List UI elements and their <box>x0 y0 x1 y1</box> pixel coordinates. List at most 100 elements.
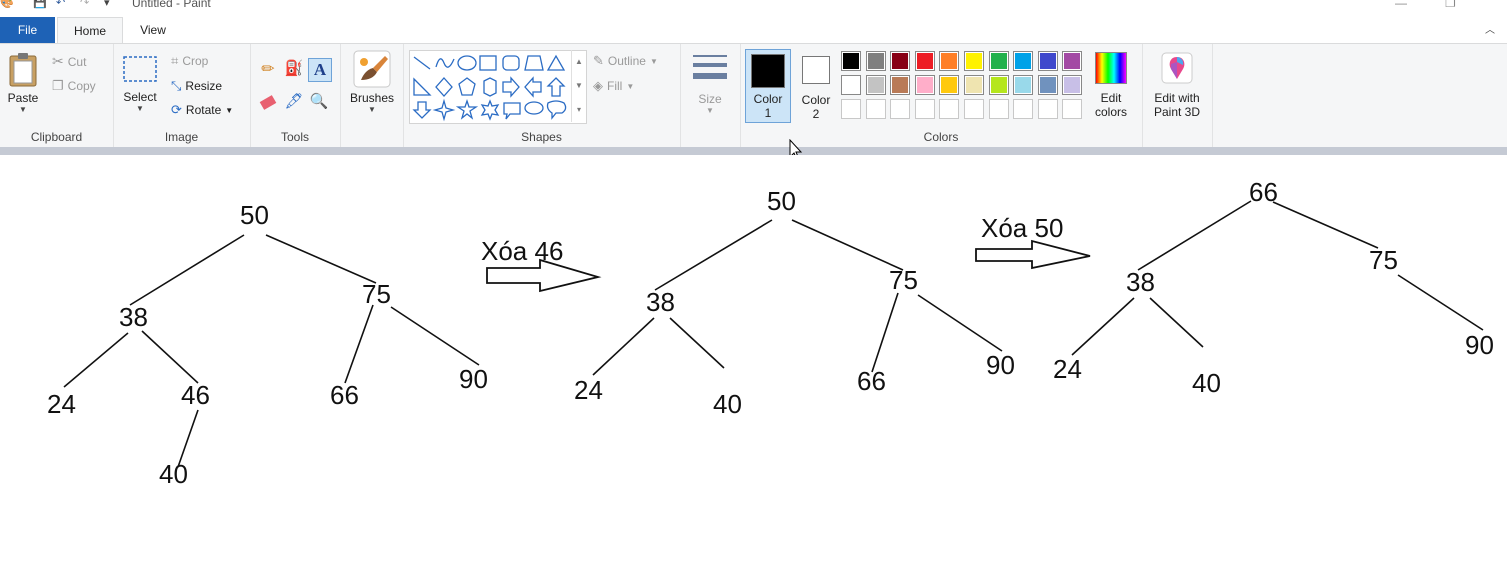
shapes-gallery[interactable] <box>409 50 587 124</box>
tree2-node-40: 40 <box>713 389 742 419</box>
palette-empty-swatch[interactable] <box>890 99 911 119</box>
brushes-group: Brushes ▼ <box>340 44 404 147</box>
quick-access-dropdown-icon[interactable]: ▾ <box>104 0 110 9</box>
copy-button[interactable]: ❐ Copy <box>52 78 96 94</box>
text-a-icon: A <box>313 60 327 79</box>
edit-colors-button[interactable]: Edit colors <box>1090 52 1132 126</box>
outline-button[interactable]: ✎ Outline ▼ <box>593 53 658 69</box>
paint3d-icon <box>1161 52 1193 84</box>
cut-button[interactable]: ✂ Cut <box>52 53 86 70</box>
palette-empty-swatch[interactable] <box>964 99 984 119</box>
size-button[interactable]: Size ▼ <box>688 52 732 130</box>
palette-swatch[interactable] <box>988 75 1009 95</box>
palette-swatch[interactable] <box>890 51 911 71</box>
palette-swatch[interactable] <box>890 75 911 95</box>
size-label: Size <box>698 92 722 106</box>
window-title: Untitled - Paint <box>132 0 211 10</box>
palette-swatch[interactable] <box>865 75 886 95</box>
palette-empty-swatch[interactable] <box>914 99 935 119</box>
edit-with-paint3d-button[interactable]: Edit with Paint 3D <box>1145 52 1209 126</box>
paint3d-label-line1: Edit with <box>1154 91 1200 105</box>
color1-label: Color <box>753 92 783 106</box>
save-icon[interactable]: 💾 <box>33 0 47 9</box>
palette-swatch[interactable] <box>964 75 984 95</box>
fill-button[interactable]: ◈ Fill ▼ <box>593 78 634 94</box>
palette-swatch[interactable] <box>1037 51 1058 71</box>
tab-file[interactable]: File <box>0 17 55 44</box>
redo-icon[interactable]: ↷ <box>80 0 90 9</box>
clipboard-icon <box>9 53 37 87</box>
title-bar: 🎨 💾 ↶ ↷ ▾ Untitled - Paint — ❐ <box>0 0 1507 12</box>
fill-tool[interactable]: ⛽ <box>283 59 305 81</box>
shapes-group: ▲ ▼ ▾ ✎ Outline ▼ ◈ Fill ▼ Shapes <box>403 44 681 147</box>
palette-empty-swatch[interactable] <box>939 99 960 119</box>
undo-icon[interactable]: ↶ <box>56 0 66 9</box>
palette-swatch[interactable] <box>1062 75 1083 95</box>
palette-swatch[interactable] <box>988 51 1009 71</box>
fill-bucket-icon: ◈ <box>593 78 603 93</box>
palette-swatch[interactable] <box>939 51 960 71</box>
brush-icon <box>353 50 391 88</box>
palette-swatch[interactable] <box>1013 51 1034 71</box>
palette-empty-swatch[interactable] <box>841 99 861 119</box>
palette-swatch[interactable] <box>1013 75 1034 95</box>
crop-label: Crop <box>182 54 209 68</box>
tree2-node-66: 66 <box>857 366 886 396</box>
tree1-node-38: 38 <box>119 302 148 332</box>
palette-empty-swatch[interactable] <box>1037 99 1058 119</box>
text-tool[interactable]: A <box>308 58 332 82</box>
image-group-label: Image <box>164 130 199 144</box>
line-width-icon <box>693 55 727 79</box>
palette-empty-swatch[interactable] <box>988 99 1009 119</box>
ribbon-tabs: File Home View ︿ <box>0 17 1507 46</box>
shapes-scrollbar[interactable]: ▲ ▼ ▾ <box>571 50 586 122</box>
brushes-button[interactable]: Brushes ▼ <box>346 50 398 130</box>
palette-swatch[interactable] <box>914 51 935 71</box>
color2-swatch <box>802 56 830 84</box>
edit-colors-label-line2: colors <box>1094 105 1127 119</box>
resize-button[interactable]: ⤡ Resize <box>171 78 222 94</box>
palette-swatch[interactable] <box>841 75 861 95</box>
tree3-node-38: 38 <box>1126 267 1155 297</box>
tree-edges <box>63 200 1484 468</box>
scroll-up-icon[interactable]: ▲ <box>575 57 583 66</box>
palette-swatch[interactable] <box>865 51 886 71</box>
select-button[interactable]: Select ▼ <box>119 52 161 128</box>
pencil-tool[interactable]: ✏ <box>257 59 279 81</box>
tree2-node-24: 24 <box>574 375 603 405</box>
arrow-right-icon <box>975 239 1091 270</box>
restore-icon[interactable]: ❐ <box>1445 0 1456 10</box>
collapse-ribbon-icon[interactable]: ︿ <box>1485 25 1495 36</box>
delete-50-label: Xóa 50 <box>981 213 1064 243</box>
tree3-node-66: 66 <box>1249 177 1278 207</box>
rotate-button[interactable]: ⟳ Rotate ▼ <box>171 102 233 118</box>
color1-button[interactable]: Color 1 <box>745 49 791 123</box>
palette-swatch[interactable] <box>914 75 935 95</box>
magnifier-tool[interactable]: 🔍 <box>308 92 330 114</box>
eraser-tool[interactable] <box>257 92 279 114</box>
paint-bucket-icon: ⛽ <box>284 60 304 77</box>
palette-empty-swatch[interactable] <box>1062 99 1083 119</box>
tree2-node-90: 90 <box>986 350 1015 380</box>
palette-swatch[interactable] <box>1037 75 1058 95</box>
crop-button[interactable]: ⌗ Crop <box>171 53 208 69</box>
tree1-node-66: 66 <box>330 380 359 410</box>
palette-swatch[interactable] <box>964 51 984 71</box>
color2-button[interactable]: Color 2 <box>793 49 839 123</box>
palette-empty-swatch[interactable] <box>865 99 886 119</box>
scroll-down-icon[interactable]: ▼ <box>575 81 583 90</box>
tab-home[interactable]: Home <box>57 17 123 46</box>
size-group: Size ▼ <box>680 44 741 147</box>
drawing-canvas[interactable]: Xóa 46 Xóa 50 50 38 75 24 46 66 90 40 50… <box>0 155 1507 575</box>
palette-swatch[interactable] <box>1062 51 1083 71</box>
minimize-icon[interactable]: — <box>1395 0 1407 10</box>
palette-swatch[interactable] <box>841 51 861 71</box>
tree1-node-40: 40 <box>159 459 188 489</box>
palette-swatch[interactable] <box>939 75 960 95</box>
palette-empty-swatch[interactable] <box>1013 99 1034 119</box>
color-picker-tool[interactable]: 🖋 <box>283 92 305 114</box>
gallery-expand-icon[interactable]: ▾ <box>576 105 581 114</box>
paste-button[interactable]: Paste ▼ <box>4 50 42 126</box>
color1-swatch <box>751 54 785 88</box>
tab-view[interactable]: View <box>140 23 166 37</box>
